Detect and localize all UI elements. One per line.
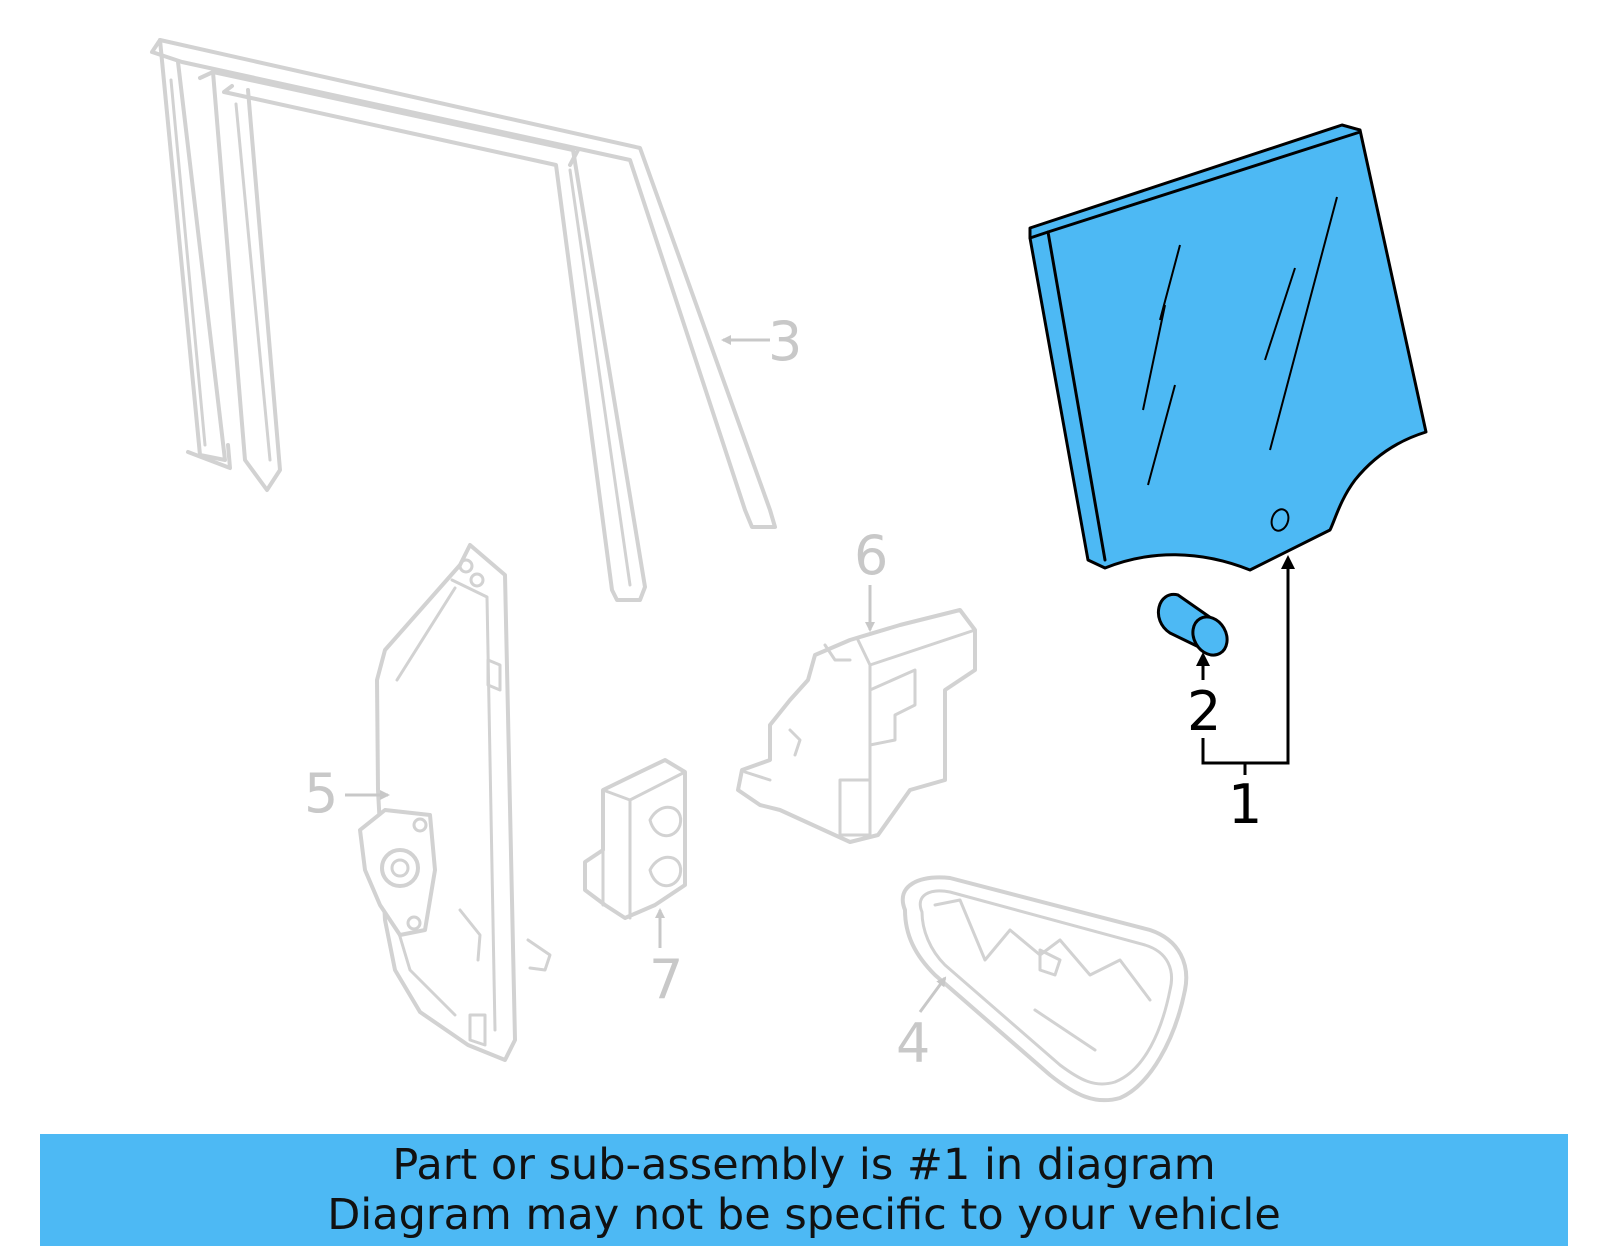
- callout-5: 5: [304, 762, 338, 825]
- leader-lines: [345, 335, 1295, 1013]
- window-regulator-part-5: [358, 543, 552, 1062]
- glass-bushing-part-2: [1157, 593, 1229, 657]
- info-banner: Part or sub-assembly is #1 in diagram Di…: [40, 1134, 1568, 1246]
- glass-panel: [1028, 123, 1428, 572]
- banner-line-2: Diagram may not be specific to your vehi…: [327, 1190, 1281, 1240]
- window-switch-part-7: [583, 758, 687, 920]
- callout-2: 2: [1187, 680, 1221, 743]
- run-channel-part-3: [150, 38, 777, 602]
- callout-4: 4: [896, 1012, 930, 1075]
- banner-line-1: Part or sub-assembly is #1 in diagram: [392, 1140, 1216, 1190]
- access-cover-part-4: [900, 875, 1189, 1103]
- callout-7: 7: [649, 948, 683, 1011]
- door-glass-part-1: [1028, 123, 1428, 572]
- callout-3: 3: [768, 310, 802, 373]
- callout-1: 1: [1228, 773, 1262, 836]
- regulator-motor-part-6: [736, 608, 977, 844]
- callout-6: 6: [854, 524, 888, 587]
